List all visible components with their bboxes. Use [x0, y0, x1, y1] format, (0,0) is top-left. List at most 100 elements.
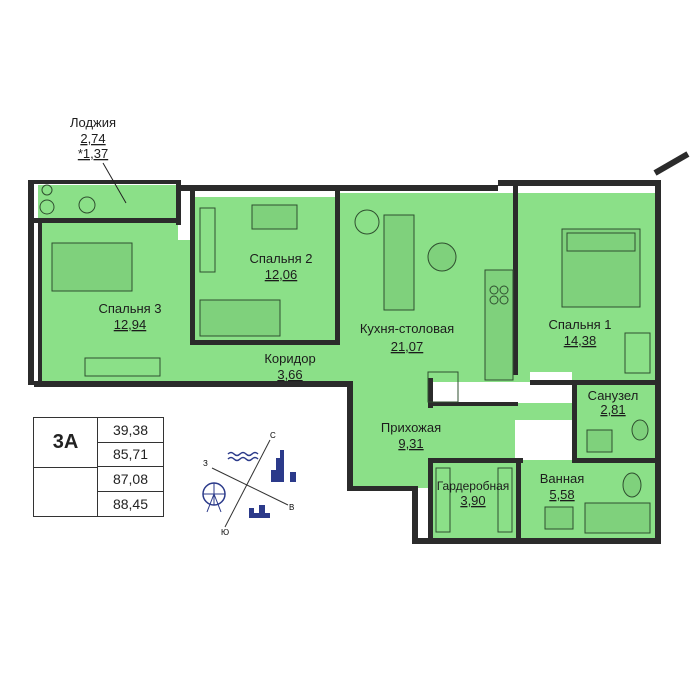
furniture — [39, 184, 651, 534]
blank-cell — [34, 468, 98, 516]
wall — [655, 180, 661, 540]
wall — [347, 486, 417, 491]
wc-area: 2,81 — [600, 402, 625, 417]
wall — [572, 383, 577, 463]
wall — [28, 180, 34, 385]
round-lamp — [354, 209, 380, 235]
compass-north: С — [270, 431, 276, 440]
compass-south: Ю — [221, 528, 229, 537]
kitchen-label: Кухня-столовая — [360, 321, 454, 336]
bedroom2-area: 12,06 — [265, 267, 298, 282]
bedroom2-label: Спальня 2 — [249, 251, 312, 266]
hall-label: Прихожая — [381, 420, 441, 435]
wall — [38, 220, 42, 385]
apartment-type: 3А — [34, 418, 98, 468]
wall — [530, 380, 658, 385]
wardrobe-floor — [430, 460, 518, 538]
wall — [412, 538, 661, 544]
stove — [499, 285, 509, 295]
chair — [78, 196, 96, 214]
compass-west: З — [203, 459, 208, 468]
bathroom-label: Ванная — [540, 471, 585, 486]
wall — [412, 486, 418, 544]
total-area-coef: 87,08 — [98, 467, 163, 492]
bed — [51, 242, 133, 292]
toilet — [631, 419, 649, 441]
kitchen-floor — [338, 193, 515, 403]
corridor-area: 3,66 — [277, 367, 302, 382]
pillow — [566, 232, 636, 252]
wardrobe-rack — [624, 332, 651, 374]
counter — [484, 269, 514, 381]
sofa — [383, 214, 415, 311]
stove — [499, 295, 509, 305]
bedroom3-label: Спальня 3 — [98, 301, 161, 316]
sink — [586, 429, 613, 453]
wall — [513, 185, 518, 375]
wall — [34, 218, 178, 223]
wall — [178, 185, 498, 191]
city-icon — [265, 450, 296, 482]
water-icon — [227, 451, 259, 462]
total-area: 85,71 — [98, 443, 163, 467]
wall — [428, 458, 523, 463]
living-area: 39,38 — [98, 418, 163, 443]
total-area-full: 88,45 — [112, 495, 149, 512]
bed — [199, 299, 281, 337]
wardrobe-rack — [199, 207, 216, 273]
loggia-label: Лоджия — [70, 115, 116, 130]
apartment-info-table: 3А 39,38 85,71 87,08 88,45 — [33, 417, 164, 517]
wardrobe-rack — [84, 357, 161, 377]
loggia-floor — [38, 185, 178, 222]
bedroom1-label: Спальня 1 — [548, 317, 611, 332]
compass-icon: С З В Ю — [202, 431, 296, 537]
desk — [251, 204, 298, 230]
walls — [28, 151, 690, 544]
corridor-label: Коридор — [264, 351, 315, 366]
stove — [489, 295, 499, 305]
hall-area: 9,31 — [398, 436, 423, 451]
wall — [28, 180, 178, 184]
wall — [190, 340, 340, 345]
wall — [347, 381, 353, 491]
hall-floor — [350, 382, 575, 488]
wardrobe-area: 3,90 — [460, 493, 485, 508]
plant — [39, 199, 55, 215]
wall — [335, 190, 340, 345]
toilet — [622, 472, 642, 498]
bedroom1-area: 14,38 — [564, 333, 597, 348]
wall — [176, 180, 181, 225]
bedroom3-area: 12,94 — [114, 317, 147, 332]
wardrobe-rack — [435, 467, 451, 533]
room-labels: Лоджия 2,74 *1,37 Спальня 2 12,06 Спальн… — [70, 115, 638, 508]
wall — [428, 402, 518, 406]
shower — [427, 371, 459, 403]
ferris-wheel-icon — [202, 482, 226, 513]
bathroom-area: 5,58 — [549, 487, 574, 502]
table — [427, 242, 457, 272]
wall — [516, 458, 521, 543]
wall — [653, 151, 690, 176]
wall — [428, 458, 433, 543]
loggia-pointer — [102, 162, 127, 204]
double-bed — [561, 228, 641, 308]
wardrobe-label: Гардеробная — [437, 479, 510, 493]
loggia-area: 2,74 — [80, 131, 105, 146]
wall — [34, 381, 352, 387]
buildings-icon — [244, 505, 270, 518]
wall — [572, 458, 660, 463]
stove — [489, 285, 499, 295]
kitchen-area: 21,07 — [391, 339, 424, 354]
wall — [428, 378, 433, 408]
wall — [498, 180, 660, 186]
corridor-floor — [178, 345, 350, 382]
compass-east: В — [289, 503, 294, 512]
sink — [544, 506, 574, 530]
plant — [41, 184, 53, 196]
loggia-area-coef: *1,37 — [78, 146, 108, 161]
wc-label: Санузел — [588, 388, 639, 403]
wardrobe-rack — [497, 467, 513, 533]
wall — [190, 190, 195, 345]
bathtub — [584, 502, 651, 534]
